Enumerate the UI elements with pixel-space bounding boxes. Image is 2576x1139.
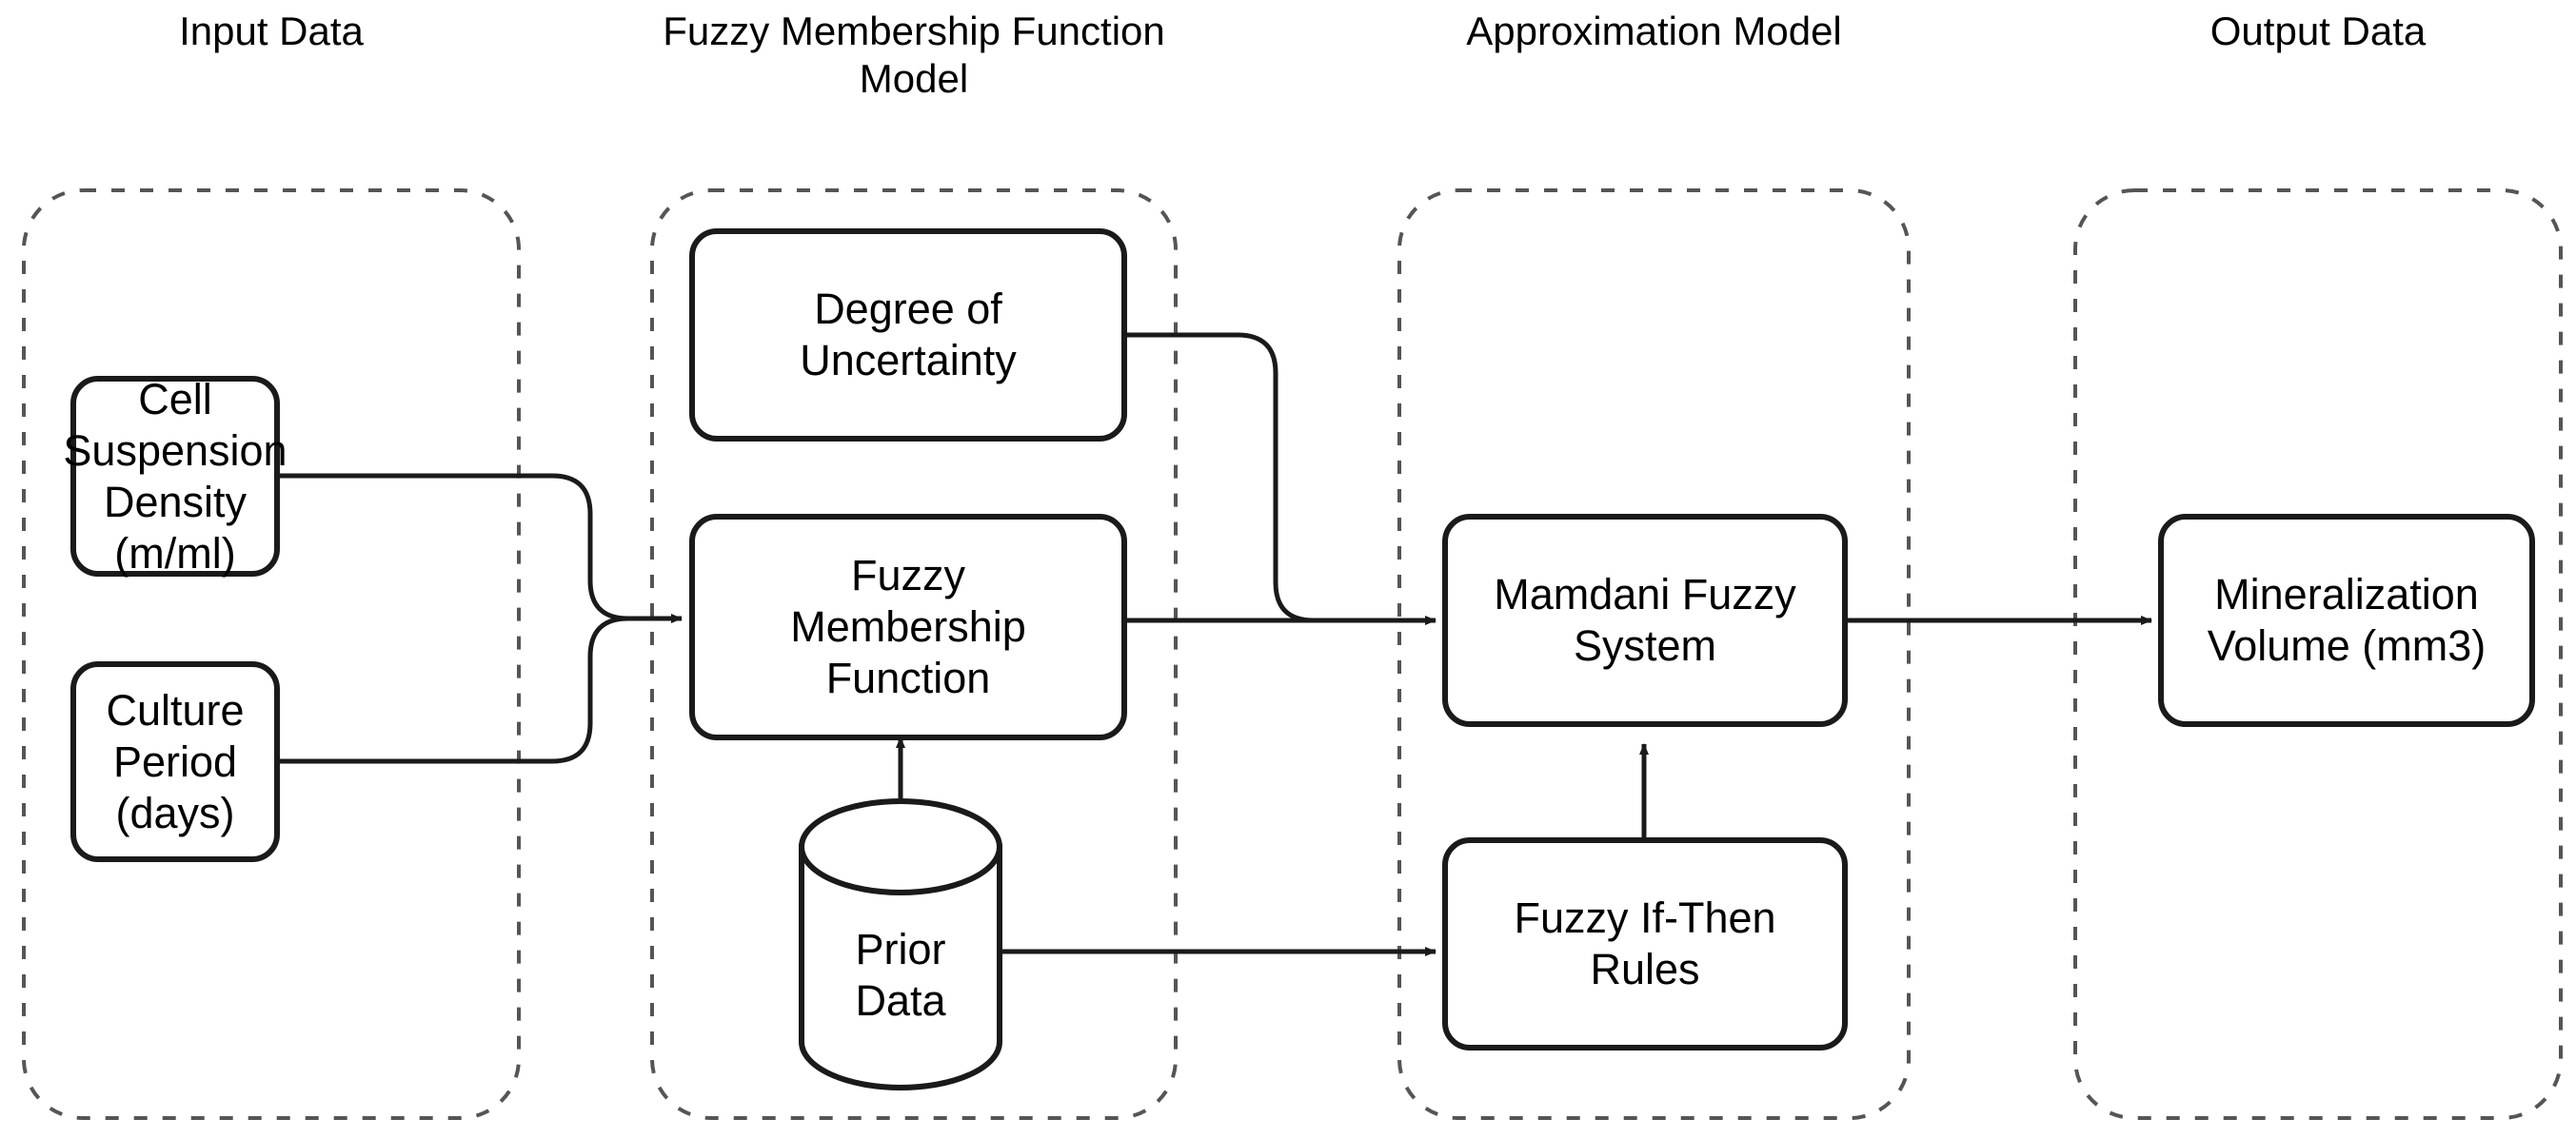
node-shape-cell-suspension-density[interactable]	[70, 376, 280, 577]
cylinder-top	[799, 798, 1002, 895]
column-containers	[22, 188, 2563, 1120]
node-shape-fuzzy-if-then-rules[interactable]	[1442, 837, 1848, 1051]
node-shape-prior-data[interactable]	[799, 798, 1002, 1090]
edge-cell-suspension-density-to-fuzzy-membership-function	[277, 473, 683, 623]
node-shape-mamdani-fuzzy-system[interactable]	[1442, 514, 1848, 727]
cylinder-body	[799, 844, 1002, 1090]
node-shape-mineralization-volume[interactable]	[2158, 514, 2535, 727]
edge-degree-of-uncertainty-to-mamdani-fuzzy-system	[1124, 332, 1390, 623]
container-fuzzy-membership-function-model	[650, 188, 1178, 1120]
column-title-approximation-model: Approximation Model	[1466, 9, 1842, 53]
edges	[277, 332, 2152, 956]
node-shape-culture-period[interactable]	[70, 661, 280, 862]
node-shape-degree-of-uncertainty[interactable]	[689, 228, 1127, 442]
edge-culture-period-to-fuzzy-membership-function	[277, 616, 682, 764]
container-input-data	[22, 188, 521, 1120]
column-title-output-data: Output Data	[2209, 9, 2427, 53]
column-title-input-data: Input Data	[179, 9, 364, 53]
container-approximation-model	[1397, 188, 1911, 1120]
node-shapes	[70, 228, 2535, 1051]
container-output-data	[2073, 188, 2563, 1120]
node-shape-fuzzy-membership-function[interactable]	[689, 514, 1127, 740]
column-title-fuzzy-membership-function-model: Fuzzy Membership Function Model	[663, 9, 1165, 101]
